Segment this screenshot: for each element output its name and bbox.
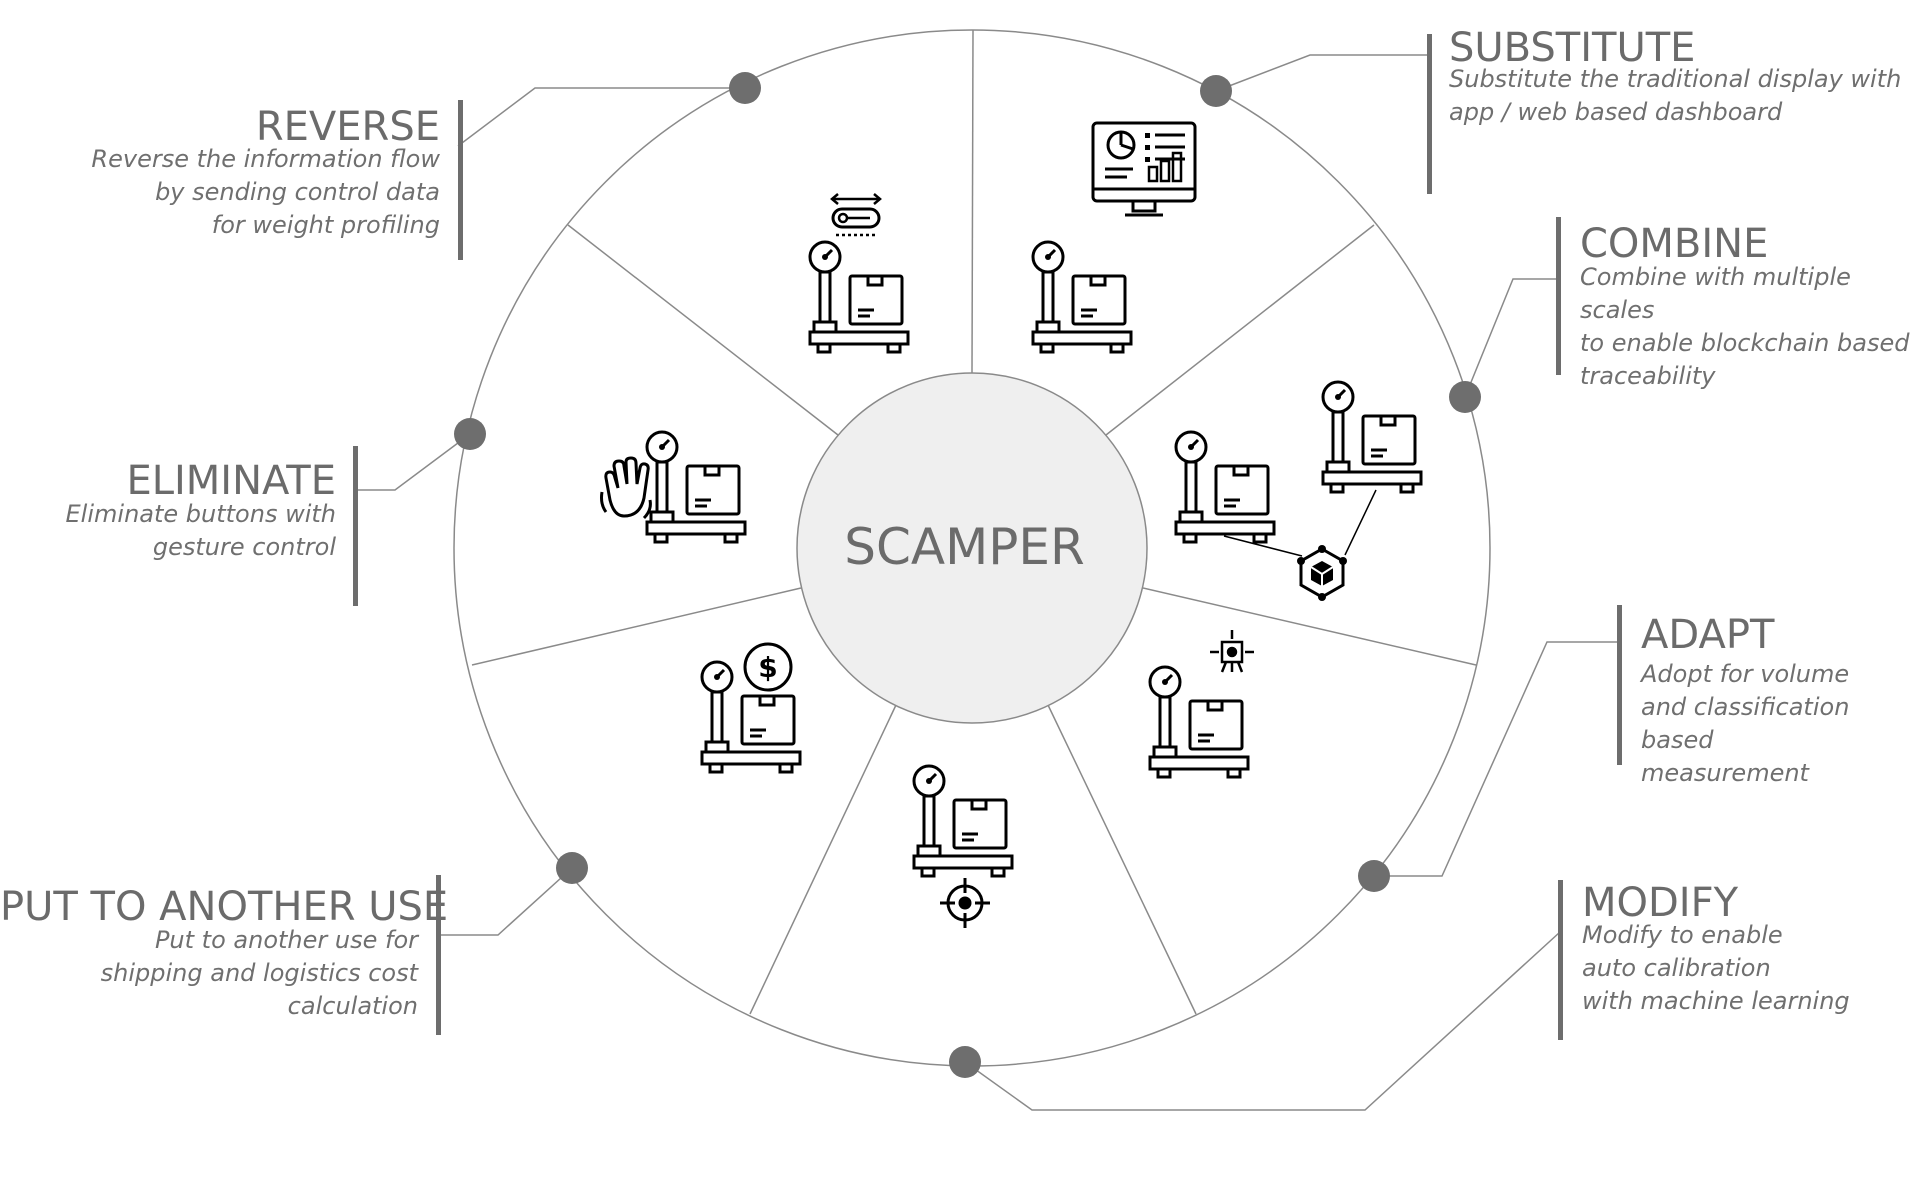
dashboard-monitor-icon xyxy=(1031,121,1197,354)
connector-dots xyxy=(454,72,1481,1078)
adapt-bar xyxy=(1617,605,1622,765)
substitute-title: SUBSTITUTE xyxy=(1449,25,1696,71)
put-to-another-use-title: PUT TO ANOTHER USE xyxy=(0,884,449,930)
reverse-desc: Reverse the information flow by sending … xyxy=(91,145,440,239)
dollar-scale-icon: $ xyxy=(700,642,802,774)
substitute-bar xyxy=(1427,34,1432,194)
combine-desc: Combine with multiple scales to enable b… xyxy=(1580,263,1910,390)
svg-text:$: $ xyxy=(758,651,777,684)
combine-bar xyxy=(1556,217,1561,375)
center-circle xyxy=(796,372,1148,724)
substitute-desc: Substitute the traditional display with … xyxy=(1449,65,1902,126)
combine-title: COMBINE xyxy=(1580,221,1769,267)
segment-dividers xyxy=(471,29,1477,1015)
modify-desc: Modify to enable auto calibration with m… xyxy=(1582,921,1850,1015)
blockchain-scales-icon xyxy=(1174,380,1423,601)
modify-title: MODIFY xyxy=(1582,880,1739,926)
eliminate-title: ELIMINATE xyxy=(126,458,336,504)
eliminate-desc: Eliminate buttons with gesture control xyxy=(65,500,336,561)
adapt-title: ADAPT xyxy=(1641,612,1775,658)
reverse-title: REVERSE xyxy=(255,104,440,150)
put-to-another-use-bar xyxy=(436,875,441,1035)
adapt-desc: Adopt for volume and classification base… xyxy=(1641,660,1850,787)
volume-sensor-scale-icon xyxy=(1148,630,1254,779)
calibration-target-scale-icon xyxy=(912,764,1014,928)
modify-bar xyxy=(1558,880,1563,1040)
eliminate-bar xyxy=(353,446,358,606)
put-to-another-use-desc: Put to another use for shipping and logi… xyxy=(100,926,418,1020)
center-label: SCAMPER xyxy=(844,518,1085,576)
connector-lines xyxy=(357,54,1620,1111)
gesture-hand-scale-icon xyxy=(600,430,747,544)
reverse-bar xyxy=(458,100,463,260)
slider-control-scale-icon xyxy=(808,193,910,354)
